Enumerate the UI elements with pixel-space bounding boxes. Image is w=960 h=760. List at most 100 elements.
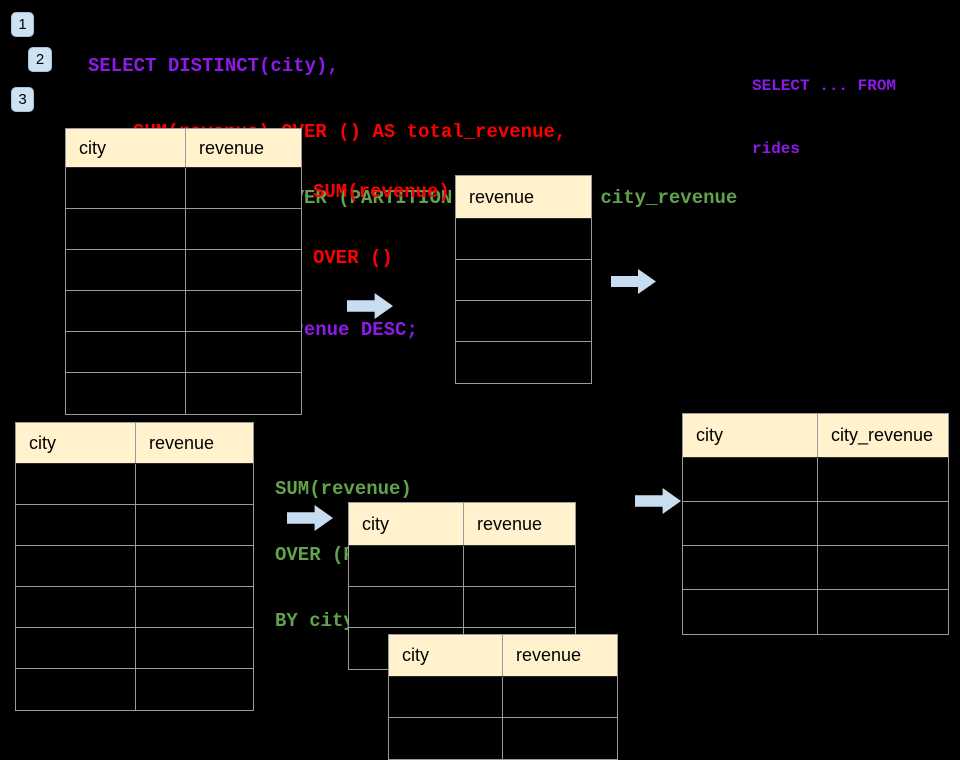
table-cell	[136, 669, 253, 710]
table-cell	[683, 546, 818, 589]
column-header-city: city	[389, 635, 503, 676]
table-row	[456, 301, 591, 342]
table-cell	[136, 628, 253, 668]
table-row	[389, 718, 617, 759]
table-row	[66, 209, 301, 250]
table-cell	[186, 209, 301, 249]
table-cell	[66, 332, 186, 372]
table-cell	[66, 168, 186, 208]
annotation-total-revenue: SUM(revenue) OVER ()	[313, 137, 450, 291]
table-cell	[16, 669, 136, 710]
column-header-revenue: revenue	[516, 645, 582, 665]
table-cell	[136, 546, 253, 586]
table-row	[456, 219, 591, 260]
table-cell	[186, 291, 301, 331]
table-header-row: city revenue	[16, 423, 253, 464]
table-cell	[186, 332, 301, 372]
annotation-total-line-1: SUM(revenue)	[313, 181, 450, 203]
table-cell	[503, 718, 617, 759]
table-cell	[16, 587, 136, 627]
table-total-revenue-result: revenue	[455, 175, 592, 384]
column-header-city: city	[66, 129, 186, 167]
table-cell	[16, 464, 136, 504]
table-cell	[818, 502, 948, 545]
annotation-total-line-2: OVER ()	[313, 247, 393, 269]
table-cell	[683, 590, 818, 634]
column-header-revenue: revenue	[477, 513, 543, 534]
table-cell	[818, 458, 948, 501]
table-cell	[456, 219, 591, 259]
table-cell	[456, 260, 591, 300]
table-header-row: city revenue	[389, 635, 617, 677]
side-note-line-2: rides	[752, 140, 801, 158]
column-header-revenue: revenue	[469, 186, 535, 207]
table-row	[66, 168, 301, 209]
table-cell	[16, 628, 136, 668]
table-partition-step-overlay: city revenue	[388, 634, 618, 760]
table-cell	[186, 168, 301, 208]
table-cell	[818, 546, 948, 589]
table-cell	[389, 677, 503, 717]
table-cell	[16, 546, 136, 586]
table-row	[349, 546, 575, 587]
table-cell	[66, 250, 186, 290]
table-header-row: revenue	[456, 176, 591, 219]
column-header-city: city	[16, 423, 136, 463]
column-header-city: city	[683, 414, 818, 457]
table-cell	[818, 590, 948, 634]
table-row	[66, 291, 301, 332]
table-row	[683, 546, 948, 590]
table-cell	[464, 546, 575, 586]
table-row	[16, 546, 253, 587]
side-note-line-1: SELECT ... FROM	[752, 77, 897, 95]
table-row	[16, 628, 253, 669]
table-source-top: city revenue	[65, 128, 302, 415]
table-header-row: city revenue	[66, 129, 301, 168]
column-header-revenue: revenue	[199, 137, 265, 158]
table-row	[349, 587, 575, 628]
table-row	[16, 669, 253, 710]
table-row	[389, 677, 617, 718]
table-row	[683, 458, 948, 502]
table-cell	[456, 342, 591, 383]
table-cell	[136, 464, 253, 504]
table-row	[16, 505, 253, 546]
table-cell	[136, 587, 253, 627]
column-header-revenue: revenue	[149, 432, 215, 453]
annotation-partition-line-1: SUM(revenue)	[275, 478, 412, 500]
table-header-row: city revenue	[349, 503, 575, 546]
table-cell	[349, 587, 464, 627]
table-cell	[66, 291, 186, 331]
table-cell	[456, 301, 591, 341]
table-source-bottom: city revenue	[15, 422, 254, 711]
step-badge-3: 3	[11, 87, 34, 112]
table-row	[683, 590, 948, 634]
table-cell	[16, 505, 136, 545]
table-cell	[683, 458, 818, 501]
table-row	[456, 342, 591, 383]
table-row	[683, 502, 948, 546]
column-header-city-revenue: city_revenue	[831, 425, 934, 445]
table-cell	[66, 209, 186, 249]
table-cell	[683, 502, 818, 545]
table-cell	[136, 505, 253, 545]
table-row	[66, 373, 301, 414]
table-cell	[186, 373, 301, 414]
table-cell	[66, 373, 186, 414]
table-cell	[186, 250, 301, 290]
column-header-city: city	[349, 503, 464, 545]
table-cell	[389, 718, 503, 759]
right-arrow-icon	[635, 488, 681, 514]
side-note-select-from-rides: SELECT ... FROM rides	[752, 34, 896, 181]
table-cell	[503, 677, 617, 717]
table-cell	[349, 546, 464, 586]
table-cell	[464, 587, 575, 627]
sql-line-select: SELECT DISTINCT(city),	[88, 55, 339, 77]
step-badge-2: 2	[28, 47, 52, 72]
table-row	[456, 260, 591, 301]
table-row	[16, 587, 253, 628]
table-row	[66, 250, 301, 291]
table-city-revenue-result: city city_revenue	[682, 413, 949, 635]
table-header-row: city city_revenue	[683, 414, 948, 458]
table-row	[66, 332, 301, 373]
